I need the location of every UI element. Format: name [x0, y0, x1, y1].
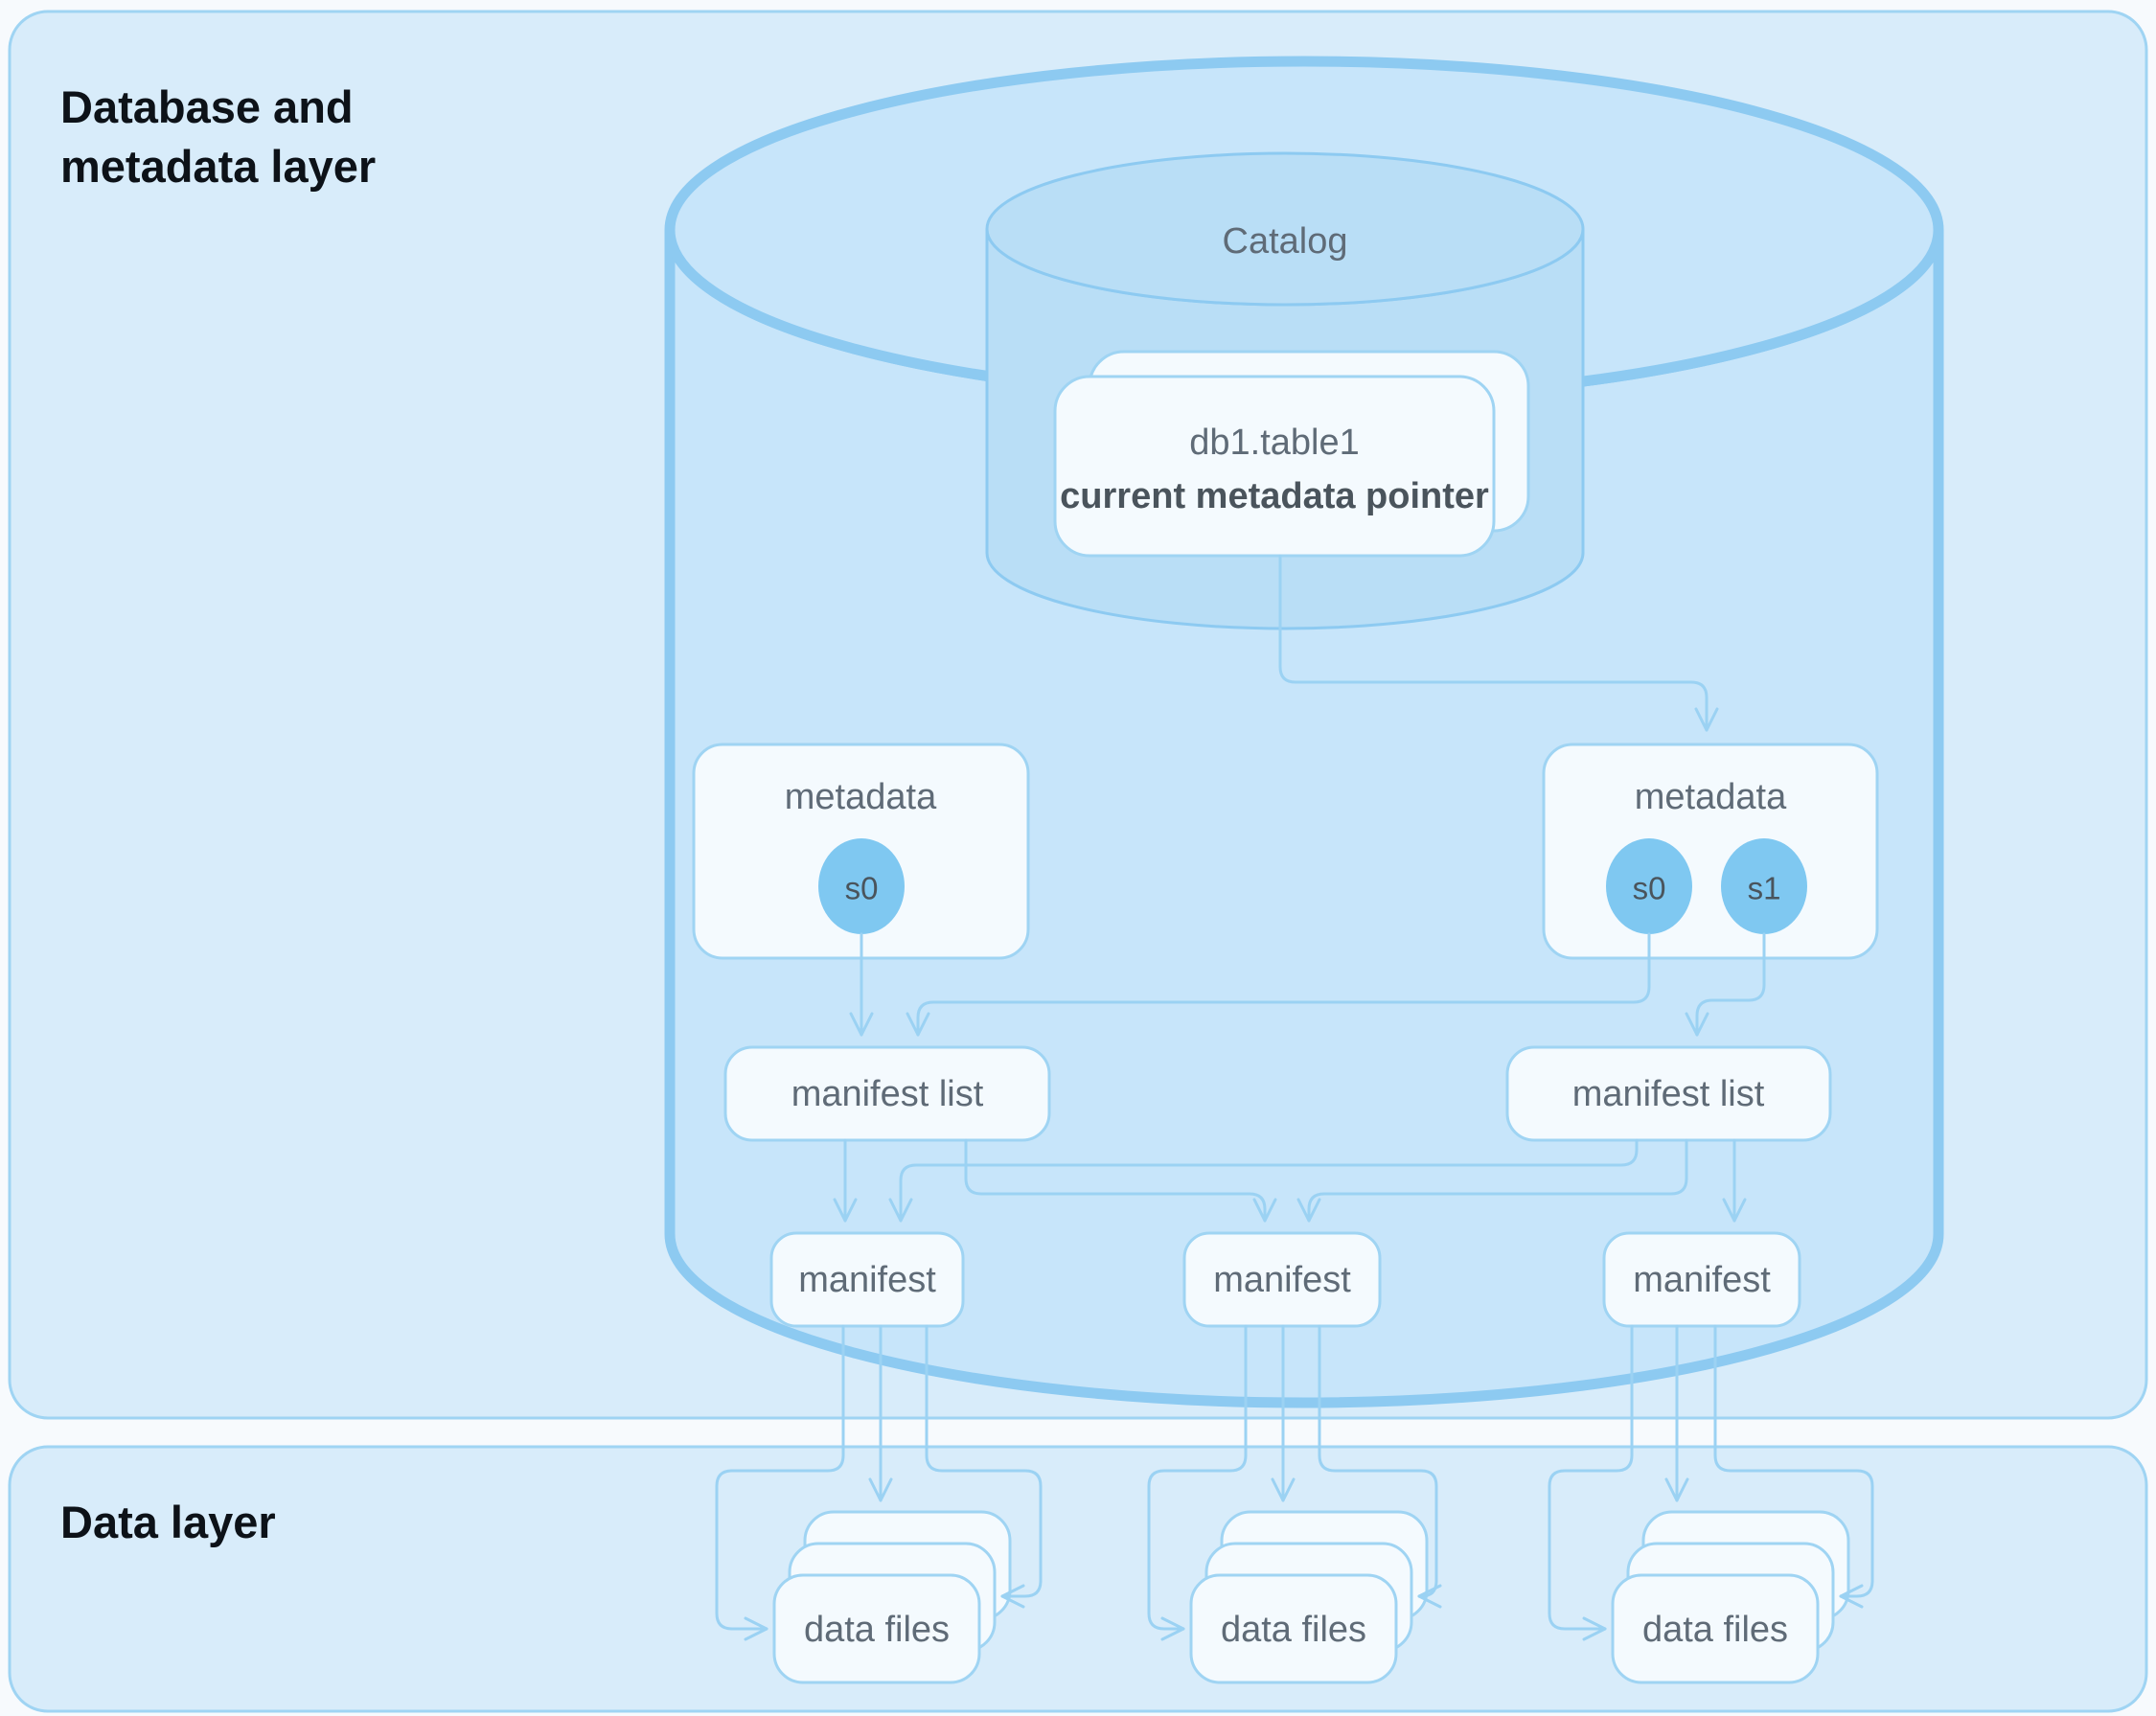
data-files-label: data files — [1221, 1610, 1366, 1650]
metadata-file-box-right: metadata s0 s1 — [1542, 743, 1879, 960]
arrow-catalog-to-metadata-right — [1278, 554, 1719, 732]
data-files-card-front — [1611, 1573, 1820, 1684]
arrow-manifest-left-to-datafiles-rightside — [925, 1324, 1043, 1609]
metadata-layer-title-line1: Database and — [60, 81, 354, 132]
data-layer-title: Data layer — [60, 1497, 276, 1547]
connectors — [715, 554, 1874, 1641]
manifest-list-box — [723, 1045, 1051, 1142]
metadata-layer-title-line2: metadata layer — [60, 141, 376, 192]
snapshot-circle-s0 — [1606, 838, 1692, 934]
metadata-pointer-card — [1053, 375, 1496, 558]
arrow-manifest-middle-to-datafiles-rightside — [1318, 1324, 1442, 1609]
arrow-manifest-list-right-to-manifest-middle — [1296, 1138, 1688, 1223]
manifest-box-middle: manifest — [1182, 1231, 1382, 1328]
data-files-stack-right: data files — [1611, 1510, 1850, 1684]
manifest-label: manifest — [1213, 1260, 1351, 1300]
arrow-manifest-middle-to-datafiles-leftside — [1147, 1324, 1248, 1641]
data-files-label: data files — [1642, 1610, 1788, 1650]
arrow-s0-right-to-manifest-list-left — [906, 932, 1651, 1037]
data-files-card-front — [772, 1573, 981, 1684]
metadata-file-label: metadata — [1635, 777, 1787, 817]
snapshot-label-s0: s0 — [1633, 871, 1666, 906]
metadata-file-label: metadata — [785, 777, 937, 817]
snapshot-label: s0 — [845, 871, 879, 906]
manifest-list-label: manifest list — [1572, 1074, 1765, 1114]
manifest-box-right: manifest — [1602, 1231, 1801, 1328]
manifest-list-box — [1505, 1045, 1832, 1142]
manifest-label: manifest — [1633, 1260, 1771, 1300]
arrow-manifest-left-to-datafiles-leftside — [715, 1324, 845, 1641]
arrow-s1-right-to-manifest-list-right — [1685, 932, 1766, 1037]
manifest-list-box-left: manifest list — [723, 1045, 1051, 1142]
arrow-manifest-list-right-to-manifest-left — [888, 1138, 1639, 1223]
snapshot-circle — [818, 838, 905, 934]
catalog-label: Catalog — [1223, 221, 1348, 262]
data-files-stack-left: data files — [772, 1510, 1012, 1684]
snapshot-label-s1: s1 — [1748, 871, 1781, 906]
manifest-box-left: manifest — [769, 1231, 965, 1328]
snapshot-circle-s1 — [1721, 838, 1807, 934]
manifest-list-box-right: manifest list — [1505, 1045, 1832, 1142]
manifest-label: manifest — [798, 1260, 936, 1300]
catalog-cylinder-top — [985, 151, 1585, 307]
manifest-box — [769, 1231, 965, 1328]
metadata-pointer-card-stack: db1.table1 current metadata pointer — [1053, 350, 1530, 558]
arrow-manifest-right-to-datafiles-rightside — [1713, 1324, 1874, 1609]
data-files-stack-middle: data files — [1189, 1510, 1429, 1684]
data-files-card-front — [1189, 1573, 1398, 1684]
arrow-manifest-list-left-to-manifest-middle — [964, 1138, 1277, 1223]
manifest-box — [1602, 1231, 1801, 1328]
data-files-label: data files — [804, 1610, 950, 1650]
arrow-manifest-right-to-datafiles-leftside — [1548, 1324, 1634, 1641]
metadata-pointer-card-subtitle: current metadata pointer — [1060, 476, 1489, 516]
metadata-file-box-left: metadata s0 — [692, 743, 1030, 960]
manifest-list-label: manifest list — [791, 1074, 984, 1114]
metadata-pointer-card-title: db1.table1 — [1189, 423, 1360, 463]
